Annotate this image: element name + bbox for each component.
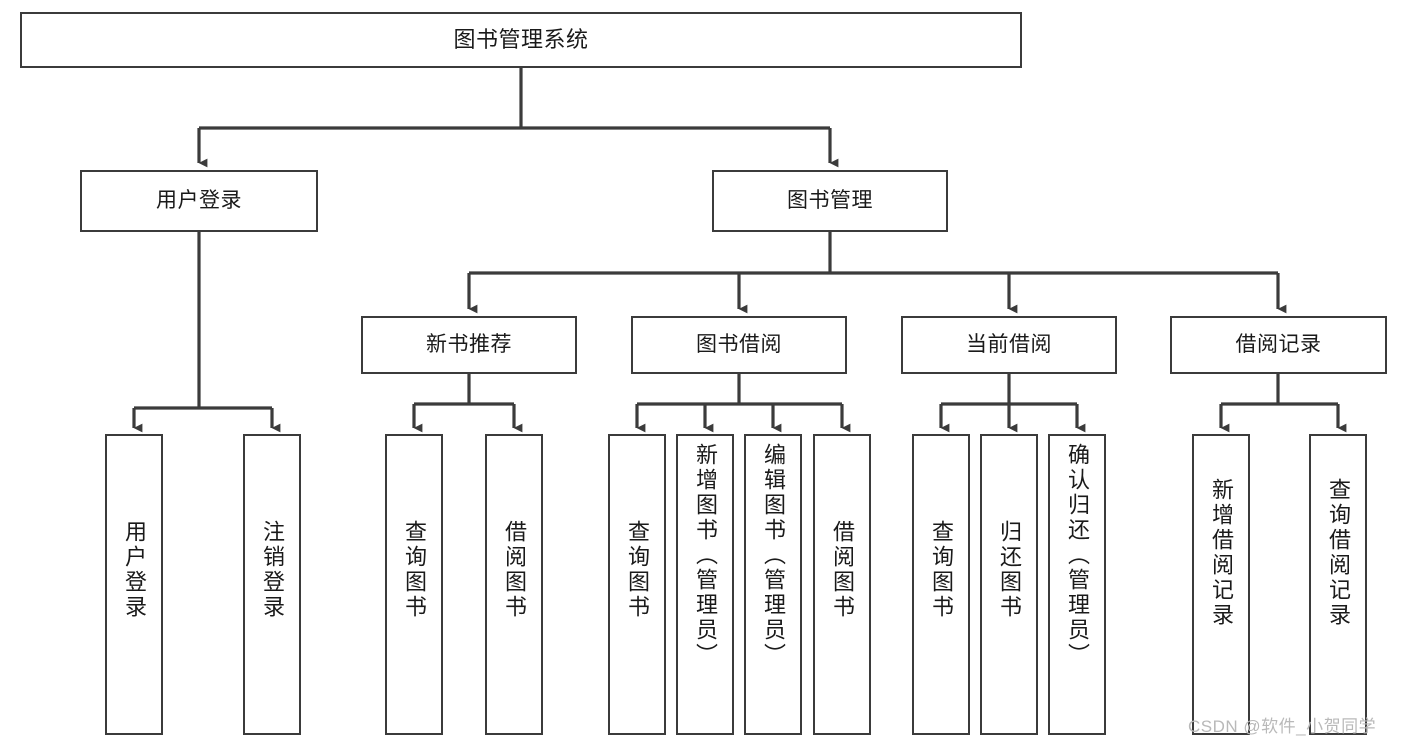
node-leaf-add-book[interactable]: 新增图书（管理员） (676, 434, 734, 735)
node-leaf-add-record[interactable]: 新增借阅记录 (1192, 434, 1250, 735)
node-leaf-user-login[interactable]: 用户登录 (105, 434, 163, 735)
node-label: 新书推荐 (426, 332, 512, 356)
node-label: 查询图书 (929, 520, 954, 620)
node-label: 查询图书 (402, 520, 427, 620)
node-label: 确认归还（管理员） (1065, 443, 1090, 668)
node-borrow-record[interactable]: 借阅记录 (1170, 316, 1387, 374)
node-root-system[interactable]: 图书管理系统 (20, 12, 1022, 68)
node-label: 注销登录 (260, 520, 285, 620)
node-label: 查询图书 (625, 520, 650, 620)
node-label: 用户登录 (156, 188, 242, 212)
node-leaf-borrow-book-2[interactable]: 借阅图书 (813, 434, 871, 735)
node-leaf-query-book-3[interactable]: 查询图书 (912, 434, 970, 735)
node-label: 当前借阅 (966, 332, 1052, 356)
node-leaf-query-book-2[interactable]: 查询图书 (608, 434, 666, 735)
node-new-book-recommend[interactable]: 新书推荐 (361, 316, 577, 374)
node-label: 图书借阅 (696, 332, 782, 356)
node-book-borrow[interactable]: 图书借阅 (631, 316, 847, 374)
node-leaf-logout[interactable]: 注销登录 (243, 434, 301, 735)
node-label: 图书管理 (787, 188, 873, 212)
node-user-login[interactable]: 用户登录 (80, 170, 318, 232)
node-book-management[interactable]: 图书管理 (712, 170, 948, 232)
node-leaf-edit-book[interactable]: 编辑图书（管理员） (744, 434, 802, 735)
node-label: 归还图书 (997, 520, 1022, 620)
node-leaf-return-book[interactable]: 归还图书 (980, 434, 1038, 735)
node-label: 新增图书（管理员） (693, 443, 718, 668)
node-label: 查询借阅记录 (1326, 478, 1351, 628)
node-current-borrow[interactable]: 当前借阅 (901, 316, 1117, 374)
node-label: 借阅图书 (830, 520, 855, 620)
node-leaf-confirm-return[interactable]: 确认归还（管理员） (1048, 434, 1106, 735)
node-label: 编辑图书（管理员） (761, 443, 786, 668)
node-leaf-borrow-book-1[interactable]: 借阅图书 (485, 434, 543, 735)
node-label: 用户登录 (122, 520, 147, 620)
node-label: 图书管理系统 (453, 27, 589, 53)
node-label: 借阅图书 (502, 520, 527, 620)
node-leaf-query-record[interactable]: 查询借阅记录 (1309, 434, 1367, 735)
node-leaf-query-book-1[interactable]: 查询图书 (385, 434, 443, 735)
node-label: 新增借阅记录 (1209, 478, 1234, 628)
node-label: 借阅记录 (1235, 332, 1322, 356)
csdn-watermark: CSDN @软件_小贺同学 (1188, 717, 1377, 736)
